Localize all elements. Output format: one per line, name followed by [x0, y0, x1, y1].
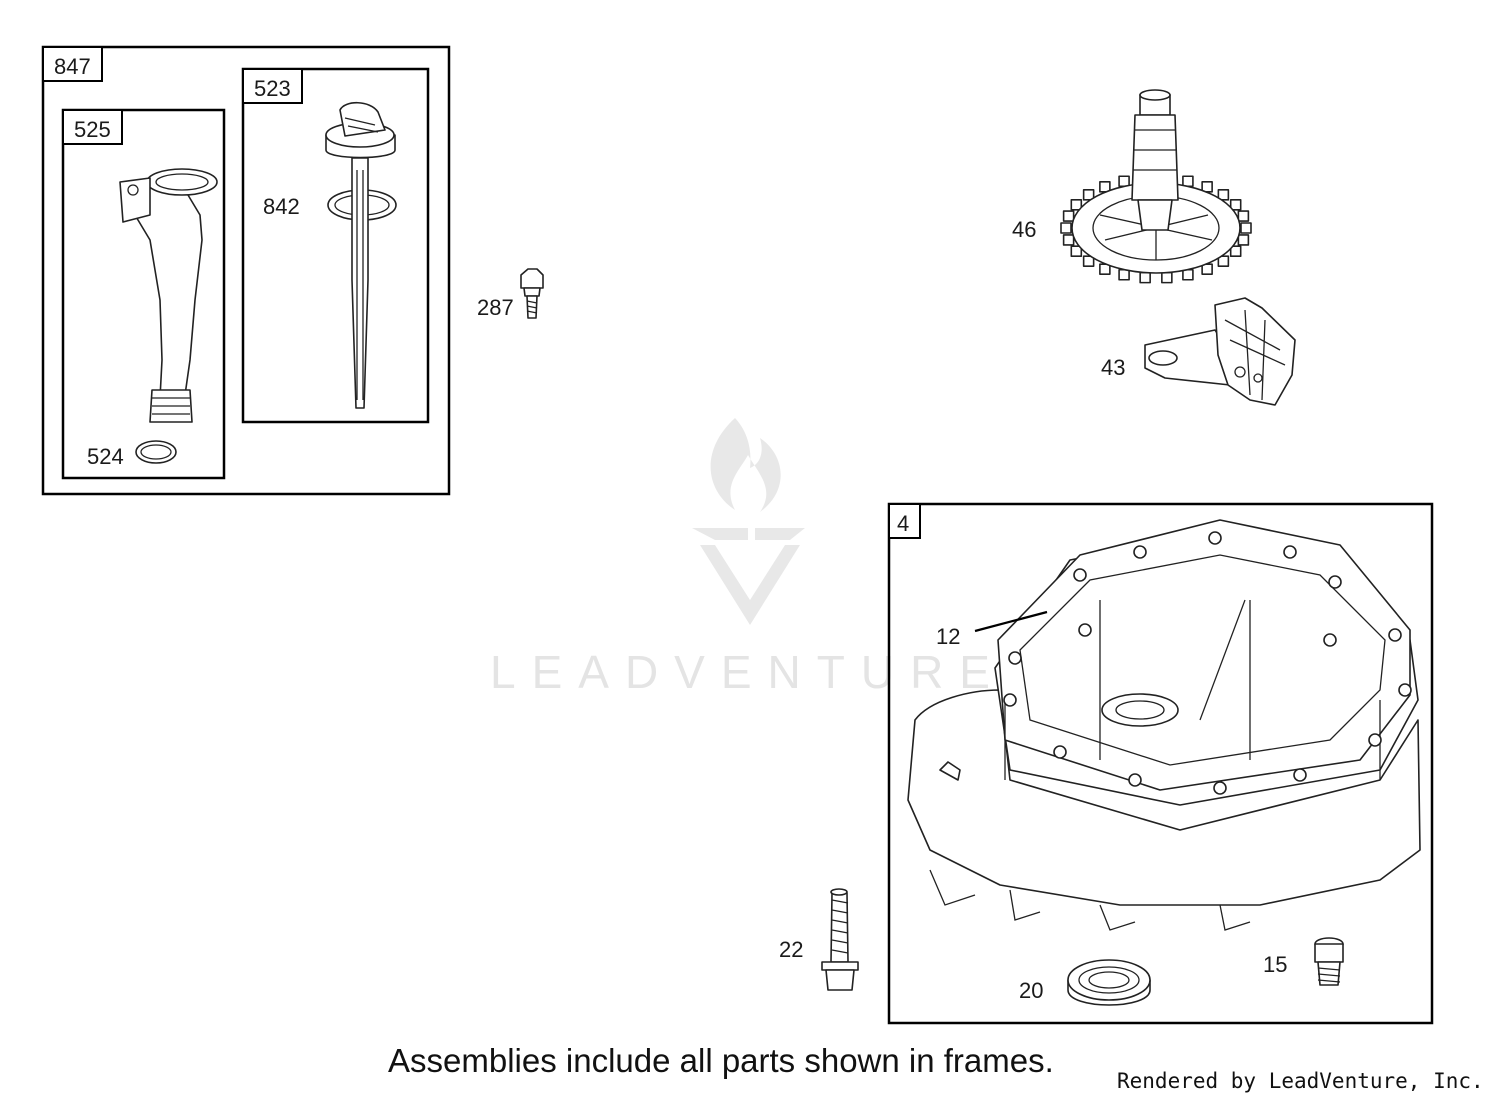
- gear-tooth: [1060, 222, 1072, 234]
- sump-bolt-hole: [1133, 545, 1147, 559]
- frame-525: 525: [61, 108, 226, 480]
- sump-bolt-hole: [1323, 633, 1337, 647]
- frame-847: 847: [41, 45, 451, 496]
- callout-12-leader: [974, 610, 1048, 633]
- sump-bolt-hole: [1078, 623, 1092, 637]
- o-ring-524-part: [135, 440, 177, 464]
- sump-bolt-hole: [1368, 733, 1382, 747]
- gear-tooth: [1161, 271, 1173, 284]
- frame-525-label: 525: [74, 117, 111, 142]
- callout-842: 842: [263, 194, 300, 219]
- gear-tooth: [1082, 255, 1095, 267]
- gear-tooth: [1070, 245, 1083, 258]
- drain-plug-15-part: [1314, 937, 1344, 986]
- sump-bolt-hole: [1073, 568, 1087, 582]
- frame-523: 523: [241, 67, 430, 424]
- callout-46: 46: [1012, 217, 1036, 242]
- gear-tooth: [1229, 198, 1242, 211]
- gear-tooth: [1240, 222, 1252, 234]
- sump-bolt-hole: [1008, 651, 1022, 665]
- sump-bolt-hole: [1128, 773, 1142, 787]
- callout-22: 22: [779, 937, 803, 962]
- frame-4: 4: [887, 502, 1434, 1025]
- leadventure-flame-logo-icon: [692, 418, 805, 625]
- screw-287-part: [520, 268, 544, 319]
- gear-tooth: [1082, 189, 1095, 201]
- watermark-brand: LEADVENTURE: [490, 646, 1006, 698]
- crankcase-sump-part: [907, 519, 1421, 931]
- sump-bolt-hole: [1388, 628, 1402, 642]
- sump-bolt-hole: [1283, 545, 1297, 559]
- gear-tooth: [1237, 234, 1250, 246]
- bolt-22-part: [821, 888, 859, 991]
- dipstick-part: [325, 101, 397, 409]
- render-credit: Rendered by LeadVenture, Inc.: [1117, 1069, 1484, 1093]
- oil-seal-20-part: [1067, 959, 1151, 1006]
- sump-bolt-hole: [1328, 575, 1342, 589]
- camshaft-gear-46-part: [1060, 89, 1252, 284]
- callout-43: 43: [1101, 355, 1125, 380]
- sump-bolt-hole: [1208, 531, 1222, 545]
- frame-847-label: 847: [54, 54, 91, 79]
- callout-12: 12: [936, 624, 960, 649]
- oil-fill-tube-part: [119, 168, 218, 423]
- frame-523-label: 523: [254, 76, 291, 101]
- callout-524: 524: [87, 444, 124, 469]
- gear-tooth: [1062, 210, 1075, 222]
- callout-20: 20: [1019, 978, 1043, 1003]
- callout-15: 15: [1263, 952, 1287, 977]
- sump-bolt-hole: [1213, 781, 1227, 795]
- sump-bolt-hole: [1053, 745, 1067, 759]
- gear-tooth: [1070, 198, 1083, 211]
- assemblies-note: Assemblies include all parts shown in fr…: [388, 1042, 1054, 1079]
- sump-bolt-hole: [1293, 768, 1307, 782]
- governor-43-part: [1144, 297, 1296, 406]
- gear-tooth: [1217, 189, 1230, 201]
- gear-tooth: [1237, 210, 1250, 222]
- gear-tooth: [1062, 234, 1075, 246]
- frame-4-label: 4: [897, 511, 909, 536]
- sump-bolt-hole: [1003, 693, 1017, 707]
- gear-tooth: [1229, 245, 1242, 258]
- gear-tooth: [1217, 255, 1230, 267]
- sump-bolt-hole: [1398, 683, 1412, 697]
- callout-287: 287: [477, 295, 514, 320]
- gear-tooth: [1139, 271, 1151, 284]
- watermark: LEADVENTURE: [490, 418, 1006, 698]
